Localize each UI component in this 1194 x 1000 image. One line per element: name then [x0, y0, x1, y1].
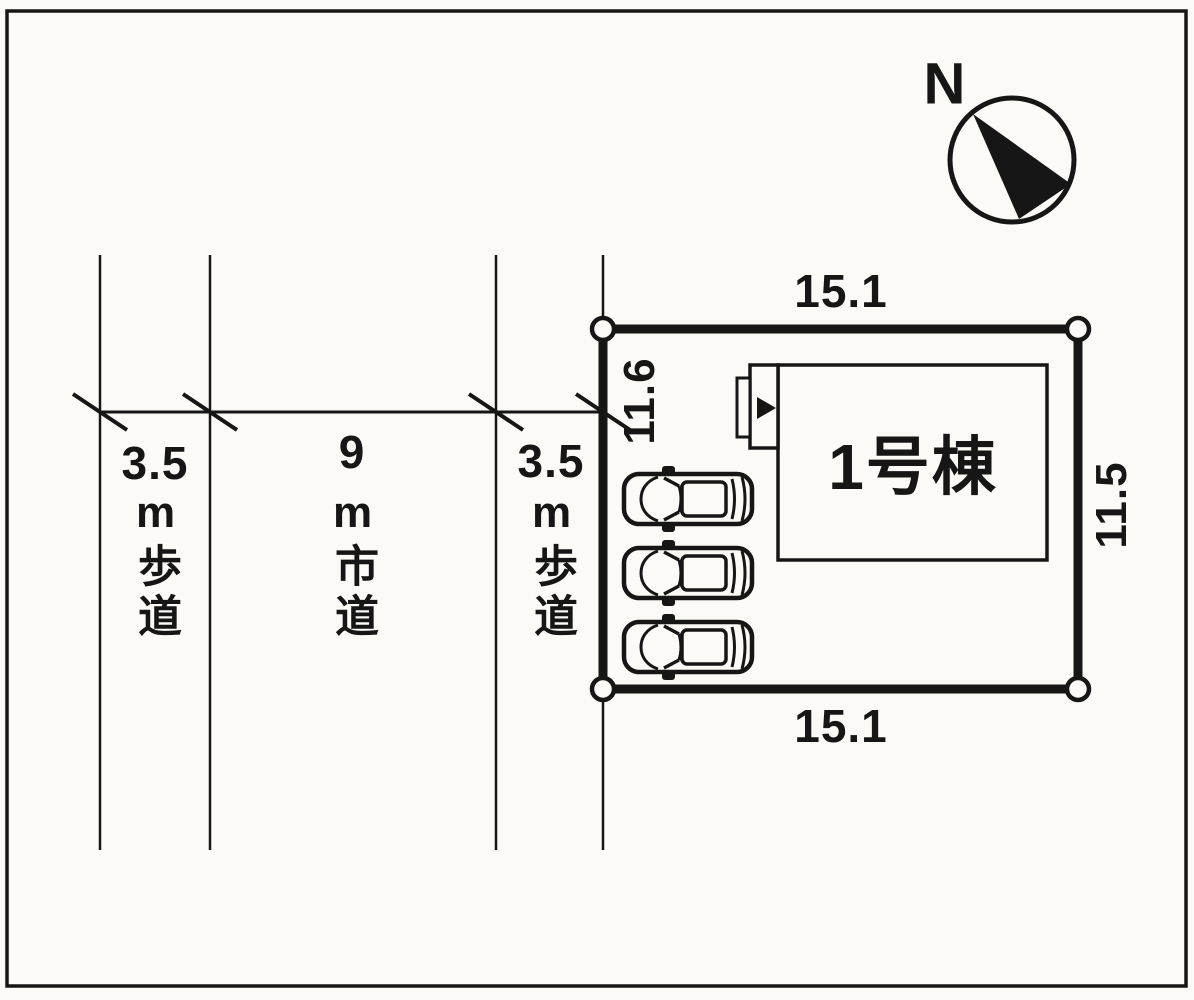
plot-top-dimension: 15.1	[794, 265, 888, 317]
parked-car	[624, 614, 752, 680]
corner-marker-sw	[589, 675, 617, 703]
sidewalk-left-width: 3.5	[121, 437, 189, 489]
dim-tick	[71, 392, 129, 432]
corner-marker-ne	[1064, 315, 1092, 343]
dim-tick	[467, 392, 525, 432]
parked-car	[624, 540, 752, 606]
parked-cars	[624, 466, 752, 680]
plot-boundary	[598, 324, 1083, 694]
building-label: 1号棟	[828, 431, 998, 503]
drawing-frame	[5, 9, 1188, 988]
dim-tick	[181, 392, 239, 432]
plot-right-dimension: 11.5	[1087, 461, 1136, 549]
corner-marker-nw	[589, 315, 617, 343]
sidewalk-right-width: 3.5	[517, 435, 585, 487]
plot-bottom-dimension: 15.1	[794, 700, 888, 752]
corner-marker-se	[1064, 675, 1092, 703]
city-road-label: m市道	[328, 488, 377, 643]
sidewalk-right-label: m歩道	[527, 488, 576, 643]
compass-icon	[947, 95, 1077, 225]
building-step	[735, 376, 752, 439]
city-road-width: 9	[338, 426, 366, 478]
sidewalk-left-label: m歩道	[131, 488, 180, 643]
parked-car	[624, 466, 752, 532]
plot-left-dimension: 11.6	[615, 357, 664, 445]
compass-north-label: N	[923, 51, 967, 117]
entrance-arrow-icon	[757, 397, 776, 419]
building-outline	[776, 363, 1049, 562]
plot-corner-markers	[589, 315, 1092, 703]
